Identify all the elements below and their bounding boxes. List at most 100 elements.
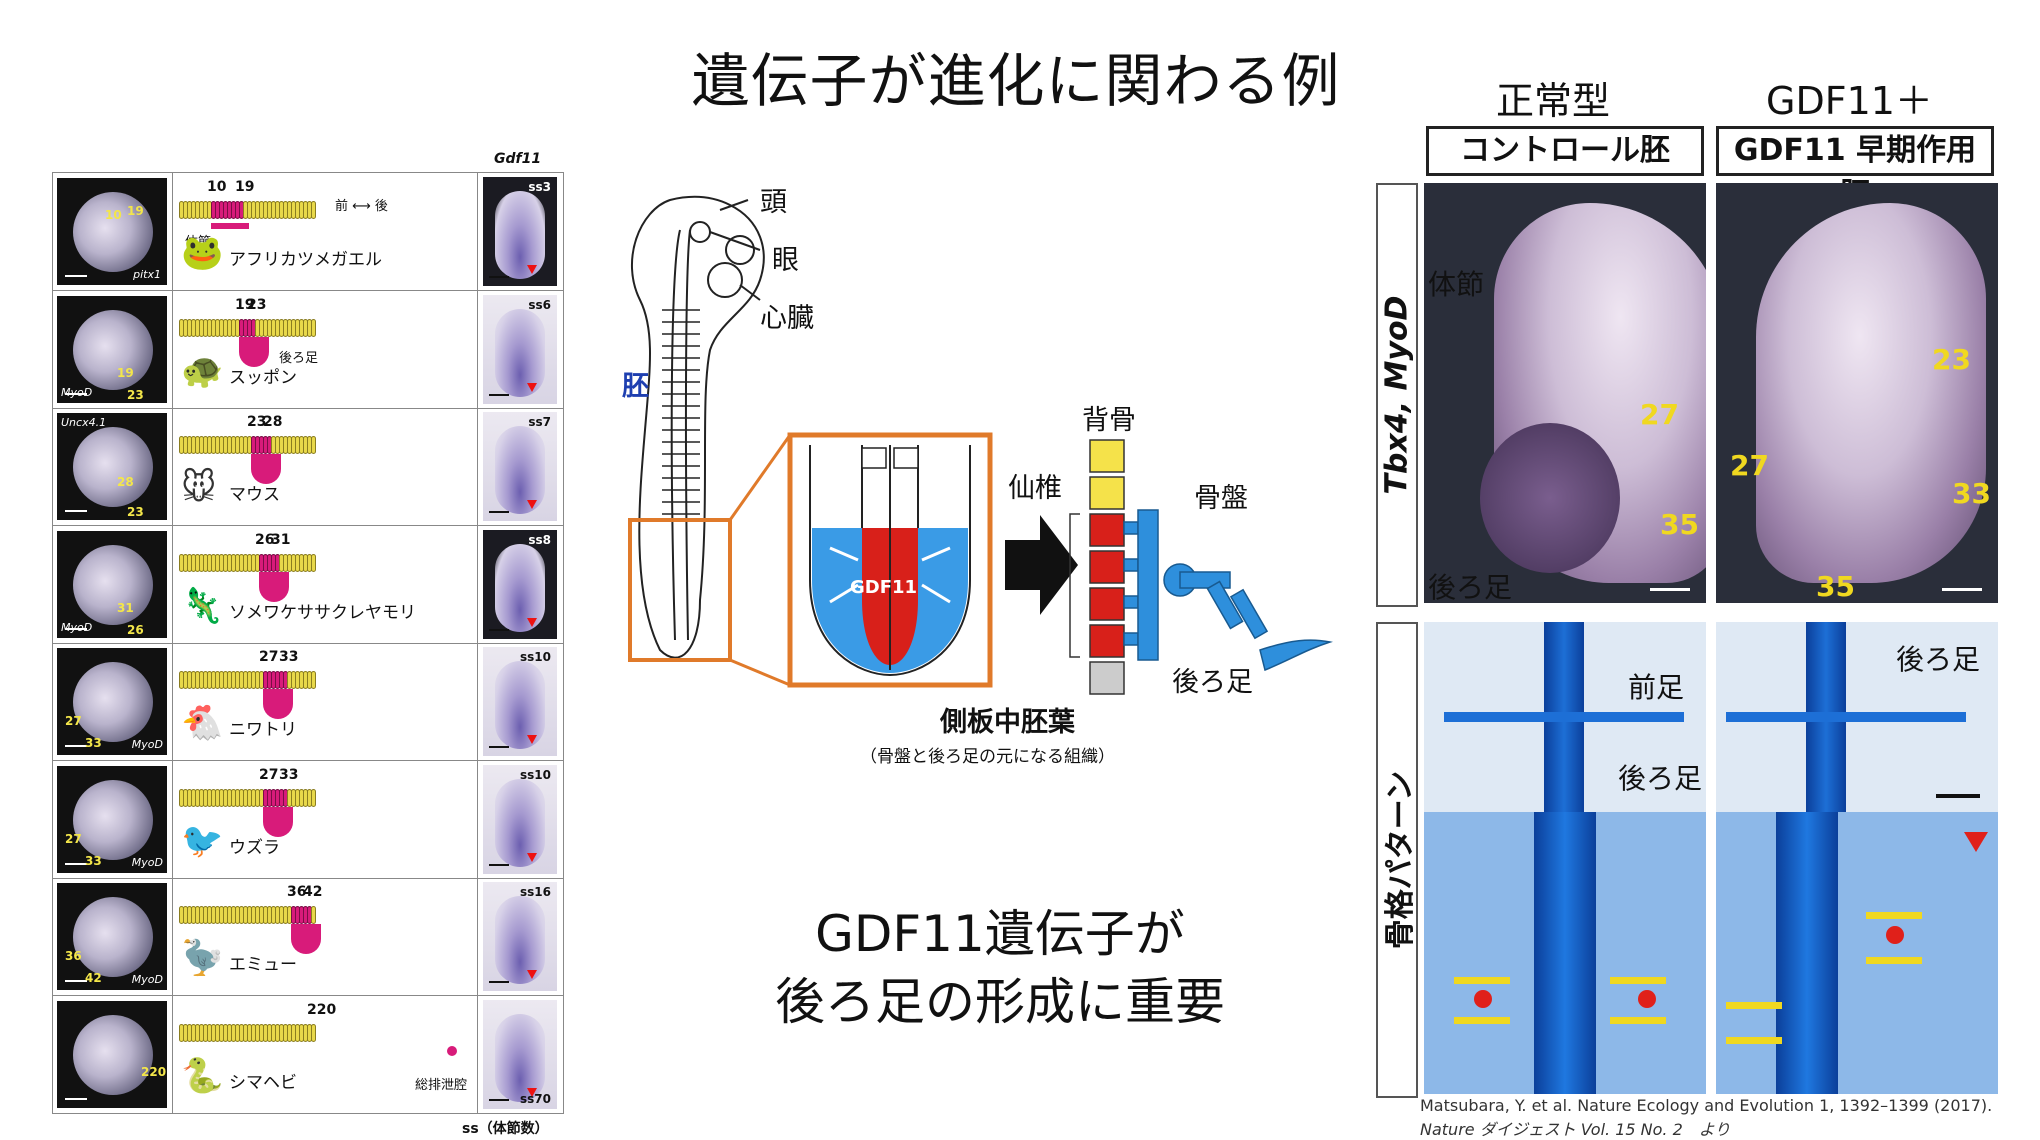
somite-start-number: 10 [207, 179, 227, 195]
somite-end-number: 42 [303, 884, 323, 900]
control-embryo-photo: 体節 後ろ足 27 35 [1424, 183, 1706, 603]
photo-somite-number: 23 [127, 387, 144, 402]
col2-title: GDF11＋ [1766, 79, 1933, 123]
somite-end-number: 28 [263, 414, 283, 430]
photo-somite-number: 27 [65, 714, 82, 728]
somite-chain [179, 553, 316, 574]
animal-silhouette-icon: 🐸 [181, 233, 224, 273]
col1-box: コントロール胚 [1426, 126, 1704, 176]
label-spine: 背骨 [1082, 405, 1136, 436]
gdf11-expression-photo: ss8 [483, 529, 557, 639]
somite-start-number: 27 [259, 649, 279, 665]
photo-somite-number: 33 [85, 736, 102, 750]
animal-silhouette-icon: 🐭 [181, 468, 217, 508]
gdf11-expression-photo: ss10 [483, 764, 557, 874]
animal-silhouette-icon: 🐢 [181, 350, 224, 391]
cloaca-dot [447, 1045, 457, 1056]
col1-title: 正常型 [1496, 79, 1611, 123]
somite-stage-label: ss10 [520, 650, 551, 664]
conclusion-line-2: 後ろ足の形成に重要 [775, 973, 1225, 1031]
somite-end-number: 19 [235, 179, 255, 195]
label-lateral-plate: 側板中胚葉 [940, 707, 1075, 738]
somite-chain [179, 788, 316, 809]
somite-stage-label: ss70 [520, 1091, 551, 1106]
somite-legend: 体節 [185, 235, 212, 250]
photo-somite-number: 10 [105, 208, 122, 222]
citation-line-2: Nature ダイジェスト Vol. 15 No. 2 より [1420, 1120, 1731, 1139]
label-pelvis: 骨盤 [1194, 483, 1248, 514]
somite-stage-label: ss16 [520, 885, 551, 899]
somite-end-number: 33 [279, 649, 299, 665]
control-skeleton-bottom [1424, 812, 1706, 1094]
gdf11-expression-photo: ss6 [483, 294, 557, 404]
control-skeleton-top: 前足 後ろ足 [1424, 622, 1706, 812]
somite-stage-label: ss8 [528, 532, 551, 547]
label-lateral-plate-note: （骨盤と後ろ足の元になる組織） [860, 747, 1115, 767]
somite-chain [179, 201, 316, 221]
somite-chain [179, 436, 316, 456]
photo-somite-number: 23 [127, 505, 144, 519]
label-eye: 眼 [772, 245, 799, 276]
gdf11-skeleton-top: 後ろ足 [1716, 622, 1998, 812]
somite-start-number: 26 [255, 531, 275, 548]
photo-somite-number: 26 [127, 622, 144, 637]
somite-stage-label: ss7 [528, 415, 551, 429]
somite-marks [662, 309, 700, 515]
photo-gene-label: pitx1 [133, 268, 161, 281]
col2-box: GDF11 早期作用胚 [1716, 126, 1994, 212]
embryo-photo: 220 [57, 1000, 167, 1108]
label-head: 頭 [760, 187, 787, 218]
zoom-box-small [628, 518, 732, 662]
animal-name: エミュー [229, 955, 297, 975]
spine-column [1069, 439, 1125, 695]
label-embryo: 胚 [622, 371, 649, 402]
photo-somite-number: 19 [117, 365, 134, 380]
gdf11-expression-photo: ss10 [483, 647, 557, 756]
pelvis-leg [1123, 509, 1333, 672]
hindlimb-legend: 後ろ足 [279, 350, 319, 366]
photo-somite-number: 33 [85, 853, 102, 868]
page-title: 遺伝子が進化に関わる例 [691, 47, 1341, 115]
embryo-outline [631, 195, 765, 659]
big-arrow [1005, 515, 1078, 615]
embryo-diagram [628, 195, 1333, 695]
somite-chain [179, 1023, 316, 1044]
photo-gene-label: MyoD [61, 620, 93, 634]
animal-silhouette-icon: 🐍 [181, 1055, 224, 1096]
photo-somite-number: 220 [141, 1064, 167, 1079]
animal-silhouette-icon: 🐔 [181, 703, 224, 743]
somite-end-number: 33 [279, 766, 299, 783]
hindlimb-bud [259, 571, 289, 602]
animal-name: ウズラ [229, 837, 280, 858]
animal-name: シマヘビ [229, 1072, 297, 1093]
axis-legend: 前 ⟷ 後 [335, 199, 388, 214]
gdf11-skeleton-bottom [1716, 812, 1998, 1094]
gdf11-column-header: Gdf11 [494, 151, 542, 167]
somite-chain [179, 318, 316, 339]
animal-name: アフリカツメガエル [229, 250, 382, 270]
animal-name: マウス [229, 485, 280, 505]
ss-footer: ss（体節数） [462, 1121, 549, 1137]
somite-stage-label: ss6 [528, 297, 551, 312]
somite-start-number: 23 [247, 414, 267, 430]
animal-silhouette-icon: 🐦 [181, 820, 224, 861]
somite-end-number: 23 [247, 296, 267, 313]
animal-name: スッポン [229, 367, 297, 388]
hindlimb-bud [251, 454, 281, 484]
animal-silhouette-icon: 🦎 [181, 585, 224, 626]
row1-side-label: Tbx4, MyoD [1376, 183, 1418, 607]
label-hindlimb-diagram: 後ろ足 [1172, 667, 1253, 698]
row2-side-label: 骨格パターン [1376, 622, 1418, 1098]
hindlimb-bud [263, 689, 293, 719]
